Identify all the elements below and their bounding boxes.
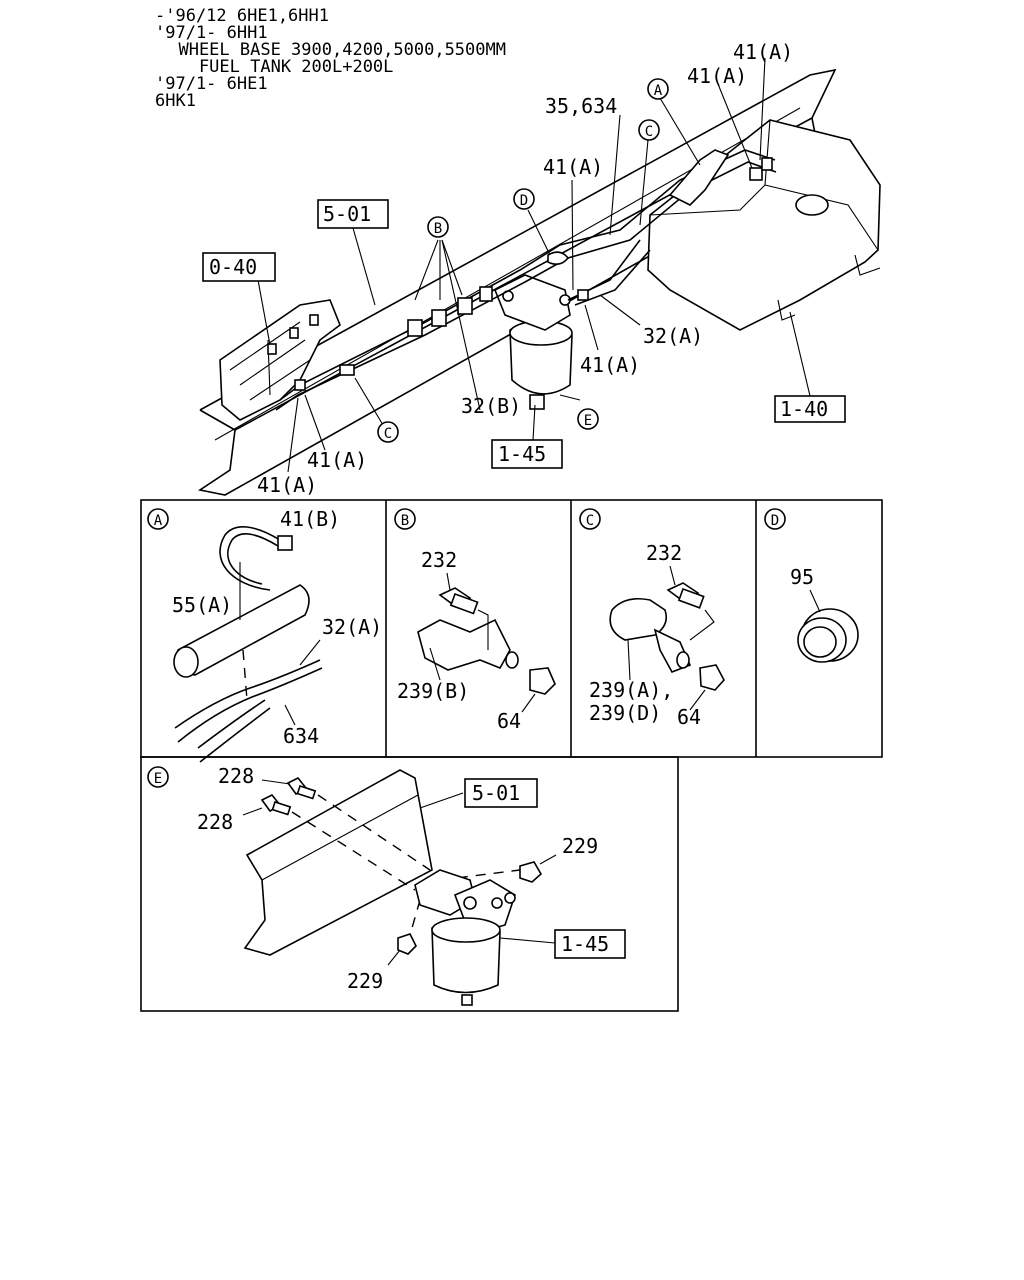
label-41a-bottom: 41(A) [257,473,317,497]
detail-E: E 228 228 5-01 229 [140,756,679,1012]
callout-A: A [647,78,669,100]
header-line-4: FUEL TANK 200L+200L [158,57,393,77]
detail-A-41b: 41(B) [280,507,340,531]
ref-1-40: 1-40 [780,397,828,421]
detail-A-634: 634 [283,724,319,748]
callout-D: D [513,188,535,210]
detail-A-tag: A [154,513,163,529]
detail-C-239a: 239(A), [589,678,673,702]
ref-box-1-40: 1-40 [774,395,846,423]
ref-1-45: 1-45 [498,442,546,466]
callout-C-bottom: C [377,421,399,443]
ref-0-40: 0-40 [209,255,257,279]
detail-E-228-bottom: 228 [197,810,233,834]
detail-B-tag: B [401,513,409,529]
fuel-filter [493,274,573,410]
callout-C-letter: C [645,124,653,140]
label-41a-top-right: 41(A) [733,40,793,64]
detail-A: A 41(B) 55(A) 32(A) 634 [147,507,382,763]
callout-B: B [427,216,449,238]
detail-C-64: 64 [677,705,701,729]
detail-C-239d: 239(D) [589,701,661,725]
ref-5-01: 5-01 [323,202,371,226]
ref-box-0-40: 0-40 [202,252,276,282]
detail-D-tag: D [771,513,779,529]
detail-C-tag: C [586,513,594,529]
header-line-2: '97/1- 6HH1 [155,23,268,43]
detail-E-229-left: 229 [347,969,383,993]
detail-A-32a: 32(A) [322,615,382,639]
callout-E-letter: E [584,413,592,429]
detail-B-239b: 239(B) [397,679,469,703]
callout-D-letter: D [520,193,528,209]
label-35-634: 35,634 [545,94,617,118]
detail-E-229-right: 229 [562,834,598,858]
engine-block [219,299,341,421]
label-41a-mid: 41(A) [543,155,603,179]
header-line-6: 6HK1 [155,91,196,111]
callout-C-letter-2: C [384,426,392,442]
ref-box-5-01: 5-01 [317,199,389,229]
callout-B-letter: B [434,221,442,237]
header-line-5: '97/1- 6HE1 [155,74,268,94]
label-41a-upper: 41(A) [687,64,747,88]
header-line-3: WHEEL BASE 3900,4200,5000,5500MM [158,40,506,60]
callout-E: E [577,408,599,430]
main-assembly: 5-01 0-40 1-40 1-45 A C D B [197,40,881,497]
label-32a: 32(A) [643,324,703,348]
detail-B-232: 232 [421,548,457,572]
ref-box-1-45: 1-45 [491,439,563,469]
detail-C: C 232 239(A), 239(D) 64 [579,508,725,729]
pipe-clips [294,157,773,391]
detail-A-55a: 55(A) [172,593,232,617]
callout-A-letter: A [654,83,663,99]
detail-B-64: 64 [497,709,521,733]
leader-lines [257,57,811,473]
detail-B: B 232 239(B) 64 [394,508,556,733]
label-32b: 32(B) [461,394,521,418]
label-41a-lower: 41(A) [307,448,367,472]
callout-C-top: C [638,119,660,141]
detail-E-tag: E [154,771,162,787]
header-line-1: -'96/12 6HE1,6HH1 [155,6,329,26]
detail-E-228-top: 228 [218,764,254,788]
detail-E-ref-5-01: 5-01 [472,781,520,805]
detail-E-ref-1-45: 1-45 [561,932,609,956]
fuel-tank [647,119,881,331]
detail-D: D 95 [764,508,859,663]
detail-C-232: 232 [646,541,682,565]
detail-D-95: 95 [790,565,814,589]
applicability-header: -'96/12 6HE1,6HH1 '97/1- 6HH1 WHEEL BASE… [155,6,506,111]
label-41a-filter: 41(A) [580,353,640,377]
